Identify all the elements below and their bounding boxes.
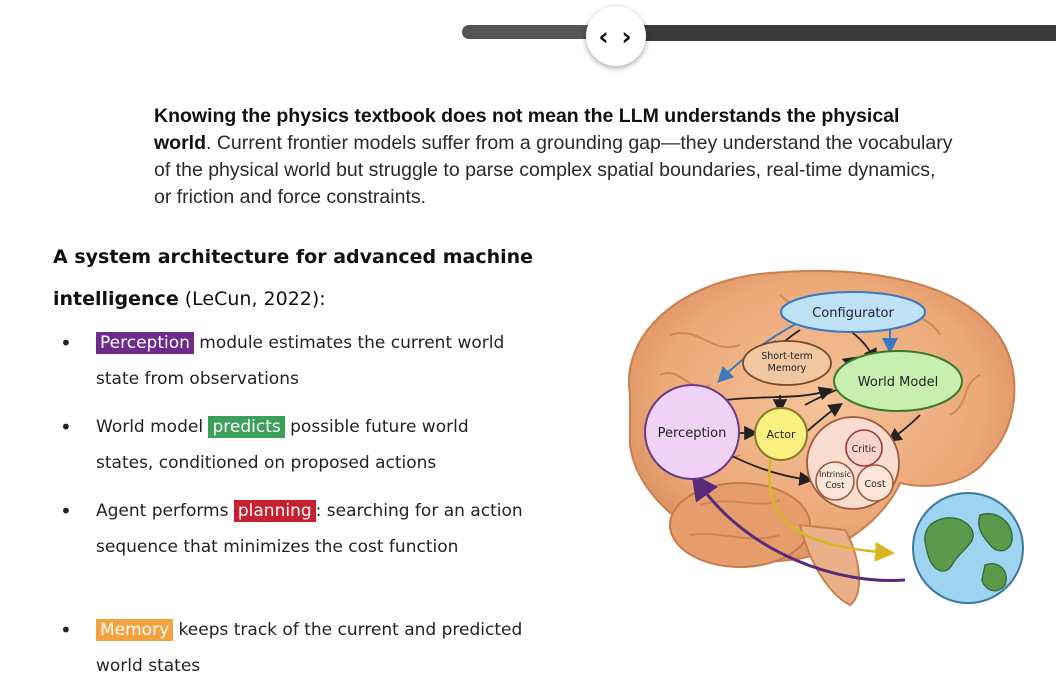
node-short-term-memory: Short-term Memory: [742, 340, 832, 386]
heading-citation: (LeCun, 2022):: [178, 288, 326, 310]
heading-bold-text: A system architecture for advanced machi…: [53, 246, 534, 310]
label-intrinsic: Intrinsic: [819, 470, 851, 479]
bullet-dot-icon: •: [60, 415, 72, 439]
label-configurator: Configurator: [812, 306, 894, 321]
earth-globe-icon: [912, 492, 1024, 604]
node-cost-cluster: Critic Intrinsic Cost Cost: [806, 416, 900, 510]
section-heading: A system architecture for advanced machi…: [53, 236, 573, 320]
highlight-predicts: predicts: [208, 416, 285, 438]
bullet-dot-icon: •: [60, 331, 72, 355]
label-actor: Actor: [767, 428, 796, 441]
slider-track-right[interactable]: [630, 25, 1056, 41]
chevron-left-right-icon: ‹ ›: [598, 21, 634, 51]
label-world-model: World Model: [858, 375, 938, 390]
label-cost: Cost: [864, 479, 885, 490]
label-intrinsic-cost: Cost: [826, 481, 846, 491]
node-world-model: World Model: [833, 350, 963, 412]
label-short-term: Short-term: [761, 351, 813, 362]
label-critic: Critic: [852, 444, 877, 455]
label-memory: Memory: [768, 363, 807, 374]
highlight-planning: planning: [233, 500, 316, 522]
highlight-memory: Memory: [96, 619, 174, 641]
slider-track-left[interactable]: [462, 25, 612, 39]
node-actor: Actor: [754, 407, 808, 461]
highlight-perception: Perception: [96, 332, 194, 354]
intro-bold-text: Knowing the physics textbook does not me…: [154, 105, 900, 154]
bullet-dot-icon: •: [60, 618, 72, 642]
node-perception: Perception: [644, 384, 740, 480]
compare-slider-handle[interactable]: ‹ ›: [586, 6, 646, 66]
node-configurator: Configurator: [780, 291, 926, 333]
bullet-dot-icon: •: [60, 499, 72, 523]
intro-paragraph: Knowing the physics textbook does not me…: [154, 103, 954, 211]
brain-architecture-diagram: Configurator Short-term Memory World Mod…: [627, 269, 1024, 607]
intro-rest-text: . Current frontier models suffer from a …: [154, 132, 953, 208]
label-perception: Perception: [658, 426, 727, 441]
